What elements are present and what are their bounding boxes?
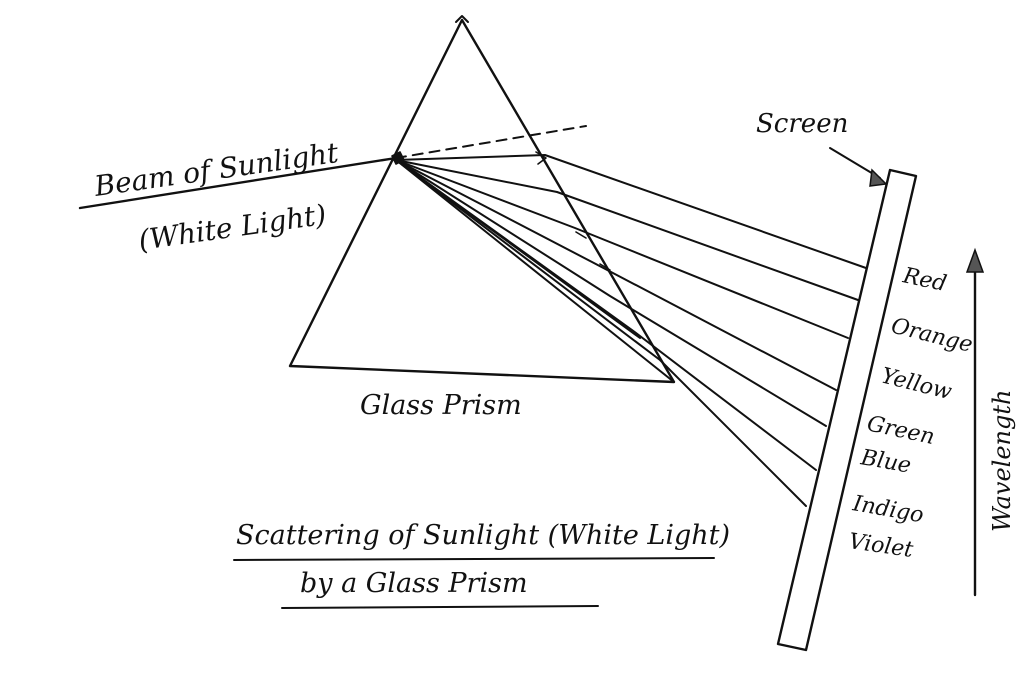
spectrum-label-blue: Blue (858, 445, 913, 479)
prism-label: Glass Prism (360, 390, 522, 421)
beam-label-line1: Beam of Sunlight (91, 136, 341, 203)
title-line1: Scattering of Sunlight (White Light) (236, 520, 730, 551)
glass-prism (288, 18, 676, 384)
screen (776, 168, 918, 652)
wavelength-label: Wavelength (988, 390, 1016, 532)
dispersed-rays (395, 154, 867, 507)
title-underline-1 (233, 557, 715, 561)
title-underline-2 (281, 605, 599, 609)
ray-yellow (395, 159, 849, 339)
ray-green (395, 159, 837, 391)
ray-violet (395, 159, 807, 507)
spectrum-label-violet: Violet (847, 529, 915, 563)
prism-apex-mark (455, 15, 469, 23)
normal-dashed-line (395, 125, 587, 159)
spectrum-label-yellow: Yellow (879, 364, 955, 406)
screen-pointer-head (869, 168, 888, 187)
spectrum-label-orange: Orange (889, 314, 976, 358)
incident-sunlight-beam (78, 156, 398, 210)
ray-blue (395, 159, 827, 427)
spectrum-label-red: Red (900, 263, 949, 297)
refraction-marks (391, 151, 611, 271)
wavelength-arrowhead (965, 247, 985, 273)
spectrum-label-indigo: Indigo (850, 491, 926, 528)
ray-orange (395, 159, 859, 301)
ray-red (395, 154, 867, 269)
beam-label-line2: (White Light) (136, 198, 328, 257)
title-line2: by a Glass Prism (300, 568, 528, 599)
screen-label: Screen (756, 109, 848, 139)
spectrum-label-green: Green (865, 411, 937, 450)
